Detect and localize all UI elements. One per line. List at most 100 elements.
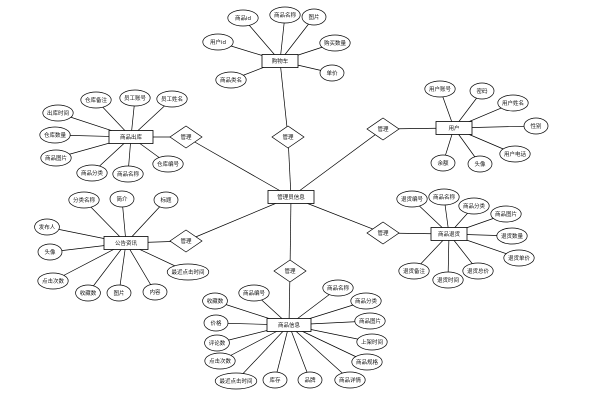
attribute-ellipse bbox=[202, 292, 228, 310]
attribute-ellipse bbox=[462, 262, 494, 280]
attribute-label: 标题 bbox=[160, 196, 172, 204]
attribute-return: 商品名称 bbox=[428, 188, 460, 206]
attribute-product: 商品详情 bbox=[334, 371, 366, 389]
attribute-ellipse bbox=[319, 64, 345, 82]
attribute-label: 性别 bbox=[530, 122, 541, 130]
attribute-forum: 分类名称 bbox=[68, 191, 100, 209]
attribute-ellipse bbox=[39, 126, 71, 144]
attribute-label: 退货备注 bbox=[403, 267, 426, 275]
attribute-ellipse bbox=[215, 71, 247, 89]
diamond-shape bbox=[366, 221, 400, 245]
relationship-label: 管理 bbox=[377, 125, 389, 133]
attribute-label: 用户姓名 bbox=[502, 99, 524, 107]
attribute-label: 密码 bbox=[476, 87, 488, 95]
attribute-forum: 点击次数 bbox=[37, 272, 69, 290]
center-entity-box bbox=[267, 190, 315, 204]
attribute-ellipse bbox=[152, 155, 184, 173]
attribute-ellipse bbox=[204, 352, 236, 370]
attribute-user: 用户账号 bbox=[424, 80, 456, 98]
attribute-user: 用户姓名 bbox=[497, 94, 529, 112]
attribute-ellipse bbox=[430, 154, 456, 172]
attribute-label: 出库时间 bbox=[47, 109, 69, 117]
entity-label: 商品退货 bbox=[438, 230, 461, 238]
diamond-shape bbox=[273, 259, 307, 283]
connector-line bbox=[185, 196, 292, 242]
attribute-ellipse bbox=[214, 372, 258, 390]
relationship-label: 管理 bbox=[180, 237, 192, 245]
attribute-user: 用户电话 bbox=[499, 145, 531, 163]
attribute-label: 用户id bbox=[210, 38, 226, 46]
attribute-product: 商品分类 bbox=[350, 292, 382, 310]
attribute-label: 商品名称 bbox=[433, 193, 456, 201]
attribute-product: 库存 bbox=[262, 371, 288, 389]
attribute-return: 退货单价 bbox=[503, 249, 535, 267]
attribute-ellipse bbox=[354, 312, 386, 330]
attribute-label: 点击次数 bbox=[209, 357, 232, 365]
attribute-label: 内容 bbox=[149, 288, 161, 296]
attribute-label: 商品名称 bbox=[117, 170, 140, 178]
attribute-ellipse bbox=[496, 227, 528, 245]
connector-line bbox=[125, 242, 156, 293]
entity-box bbox=[266, 318, 312, 332]
attribute-ellipse bbox=[396, 190, 428, 208]
relationship-diamond-stock: 管理 bbox=[169, 125, 203, 149]
attribute-label: 商品名称 bbox=[274, 11, 297, 19]
entity-box bbox=[430, 227, 468, 241]
attribute-ellipse bbox=[523, 117, 549, 135]
attribute-label: 退货总价 bbox=[467, 267, 490, 275]
diamond-shape bbox=[366, 117, 400, 141]
attribute-ellipse bbox=[301, 8, 327, 26]
attribute-label: 仓库编号 bbox=[157, 160, 180, 168]
attribute-product: 收藏数 bbox=[202, 292, 228, 310]
attribute-return: 商品分类 bbox=[458, 197, 490, 215]
attribute-label: 简介 bbox=[116, 195, 128, 203]
diamond-shape bbox=[169, 125, 203, 149]
attribute-return: 退货总价 bbox=[462, 262, 494, 280]
attribute-return: 退货编号 bbox=[396, 190, 428, 208]
attribute-label: 商品规格 bbox=[356, 358, 379, 366]
attribute-stock: 仓库备注 bbox=[80, 91, 112, 109]
connector-line bbox=[235, 324, 290, 382]
relationship-label: 管理 bbox=[282, 133, 294, 141]
attribute-return: 退货时间 bbox=[432, 271, 464, 289]
attribute-ellipse bbox=[503, 249, 535, 267]
attribute-label: 员工账号 bbox=[124, 94, 147, 102]
relationship-label: 管理 bbox=[377, 229, 389, 237]
attribute-ellipse bbox=[76, 164, 108, 182]
attribute-ellipse bbox=[351, 353, 383, 371]
attribute-stock: 仓库编号 bbox=[152, 155, 184, 173]
relationship-diamond-return: 管理 bbox=[366, 221, 400, 245]
connector-line bbox=[288, 324, 311, 381]
attribute-ellipse bbox=[166, 263, 210, 281]
attribute-label: 商品分类 bbox=[81, 169, 104, 177]
attribute-user: 头像 bbox=[467, 155, 493, 173]
attribute-label: 退货单价 bbox=[508, 254, 531, 262]
diamond-shape bbox=[271, 125, 305, 149]
entity-label: 用户 bbox=[448, 124, 459, 132]
attribute-label: 最近点击时间 bbox=[219, 377, 252, 385]
attribute-ellipse bbox=[202, 33, 234, 51]
attribute-ellipse bbox=[37, 272, 69, 290]
entity-box bbox=[261, 54, 299, 68]
connector-line bbox=[125, 199, 167, 244]
attribute-label: 单价 bbox=[326, 69, 338, 77]
attribute-label: 购买数量 bbox=[324, 39, 347, 47]
attribute-label: 商品详情 bbox=[339, 376, 362, 384]
attribute-product: 商品图片 bbox=[354, 312, 386, 330]
connector-line bbox=[118, 242, 127, 294]
attribute-ellipse bbox=[112, 165, 144, 183]
attribute-ellipse bbox=[322, 279, 354, 297]
entity-box bbox=[435, 121, 473, 135]
relationship-label: 管理 bbox=[284, 267, 296, 275]
attribute-cart: 商品类名 bbox=[215, 71, 247, 89]
attribute-label: 价格 bbox=[210, 319, 222, 327]
attribute-ellipse bbox=[227, 9, 259, 27]
attribute-ellipse bbox=[428, 188, 460, 206]
entity-return: 商品退货 bbox=[430, 227, 468, 241]
attribute-label: 余额 bbox=[437, 159, 449, 167]
attribute-label: 员工姓名 bbox=[161, 95, 183, 103]
attribute-ellipse bbox=[156, 90, 188, 108]
attribute-ellipse bbox=[238, 284, 270, 302]
attribute-ellipse bbox=[334, 371, 366, 389]
